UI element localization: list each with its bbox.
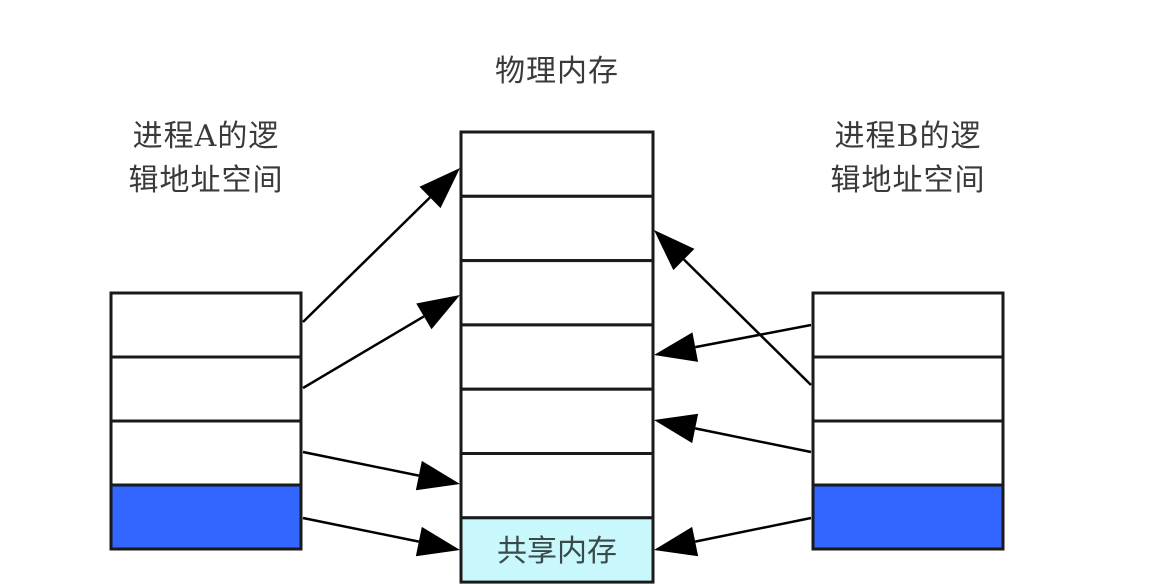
physical-memory-block — [459, 194, 655, 263]
process-b-title-line2: 辑地址空间 — [830, 163, 986, 198]
arrowhead-icon — [654, 526, 699, 557]
arrow-shaft — [302, 516, 420, 543]
arrow-a-1-to-phys-2 — [302, 295, 460, 390]
process-b-block — [811, 355, 1005, 423]
arrow-a-0-to-phys-0 — [302, 168, 460, 323]
arrow-a-3-to-phys-6 — [302, 516, 460, 557]
process-a-stack — [109, 291, 303, 551]
process-b-block — [811, 291, 1005, 359]
arrow-shaft — [302, 315, 425, 390]
shared-memory-label: 共享内存 — [497, 534, 617, 569]
process-b-stack — [811, 291, 1005, 551]
physical-memory-block — [459, 323, 655, 391]
arrowhead-icon — [416, 295, 460, 330]
process-b-block — [811, 419, 1005, 487]
process-a-shared-block — [109, 483, 303, 551]
arrow-shaft — [302, 196, 431, 323]
process-a-title-line1: 进程A的逻 — [132, 119, 280, 154]
arrowhead-icon — [415, 460, 460, 491]
process-b-shared-block — [811, 483, 1005, 551]
arrow-shaft — [694, 427, 812, 454]
process-a-title-line2: 辑地址空间 — [128, 163, 284, 198]
physical-memory-title: 物理内存 — [495, 54, 619, 89]
physical-memory-block — [459, 130, 655, 198]
arrow-shaft — [302, 450, 420, 477]
arrowhead-icon — [654, 413, 699, 444]
physical-memory-block — [459, 452, 655, 520]
physical-memory-block — [459, 259, 655, 327]
process-a-block — [109, 355, 303, 423]
physical-shared-memory-block — [459, 516, 655, 584]
arrows-layer — [302, 168, 812, 557]
process-b-title: 进程B的逻 辑地址空间 — [798, 115, 1018, 203]
arrow-b-0-to-phys-3 — [654, 323, 812, 362]
arrow-b-3-to-phys-6 — [654, 516, 812, 557]
physical-memory-block — [459, 387, 655, 456]
arrowhead-icon — [419, 168, 460, 209]
arrow-shaft — [695, 323, 812, 349]
arrow-shaft — [694, 516, 812, 543]
arrow-a-2-to-phys-5 — [302, 450, 460, 491]
physical-memory-stack: 共享内存 — [459, 130, 655, 584]
arrow-shaft — [683, 258, 812, 386]
arrowhead-icon — [654, 332, 699, 362]
arrow-b-2-to-phys-4 — [654, 413, 812, 454]
process-a-title: 进程A的逻 辑地址空间 — [96, 115, 316, 203]
process-b-title-line1: 进程B的逻 — [834, 119, 982, 154]
arrowhead-icon — [654, 230, 695, 271]
process-a-block — [109, 291, 303, 359]
arrow-b-1-to-phys-1 — [654, 230, 812, 386]
process-a-block — [109, 419, 303, 487]
arrowhead-icon — [415, 526, 460, 557]
